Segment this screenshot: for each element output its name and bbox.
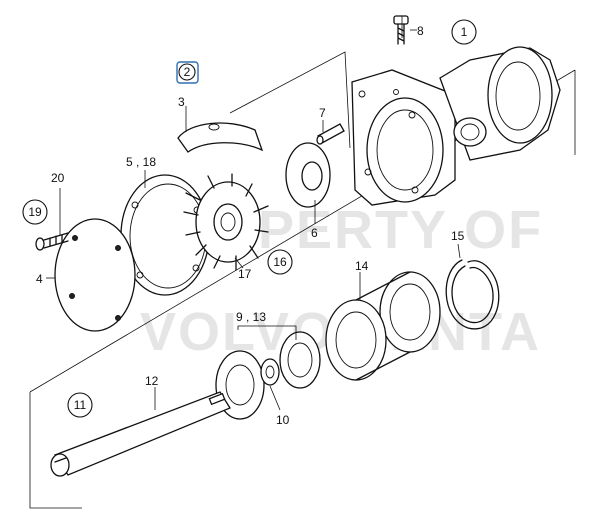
cam-3 xyxy=(177,122,264,153)
impeller-17 xyxy=(183,173,269,271)
seal-9-13 xyxy=(215,331,321,420)
callout-4[interactable]: 4 xyxy=(36,272,43,286)
screw-8 xyxy=(393,15,409,45)
svg-text:19: 19 xyxy=(28,205,42,219)
screw-20 xyxy=(35,232,69,251)
callout-9-13[interactable]: 9 , 13 xyxy=(236,310,266,324)
callout-17[interactable]: 17 xyxy=(238,267,252,281)
callout-1[interactable]: 1 xyxy=(451,19,477,45)
callout-8[interactable]: 8 xyxy=(417,24,424,38)
callout-7[interactable]: 7 xyxy=(319,106,326,120)
callout-5-18[interactable]: 5 , 18 xyxy=(126,155,156,169)
shaft-12 xyxy=(50,391,231,477)
selection-highlight xyxy=(176,61,199,84)
bearings-14 xyxy=(325,271,441,381)
callout-19[interactable]: 19 xyxy=(22,199,48,225)
callout-3[interactable]: 3 xyxy=(178,95,185,109)
leader-lines xyxy=(46,16,461,411)
callout-12[interactable]: 12 xyxy=(145,374,159,388)
callout-10[interactable]: 10 xyxy=(276,413,290,427)
snap-ring-15 xyxy=(445,259,500,330)
ring-10 xyxy=(260,358,280,386)
callout-6[interactable]: 6 xyxy=(311,226,318,240)
svg-text:16: 16 xyxy=(273,255,287,269)
svg-text:11: 11 xyxy=(74,398,87,412)
lower-frame-left xyxy=(29,392,82,509)
callout-15[interactable]: 15 xyxy=(451,229,465,243)
washer-6 xyxy=(285,142,331,208)
callout-20[interactable]: 20 xyxy=(51,171,65,185)
pump-housing xyxy=(351,46,561,206)
svg-text:1: 1 xyxy=(461,25,468,39)
callout-16[interactable]: 16 xyxy=(267,249,293,275)
svg-text:2: 2 xyxy=(184,65,191,79)
cover-4 xyxy=(54,218,136,332)
upper-frame xyxy=(229,51,351,149)
callout-14[interactable]: 14 xyxy=(355,259,369,273)
callout-11[interactable]: 11 xyxy=(67,392,93,418)
callout-2[interactable]: 2 xyxy=(178,63,196,81)
pin-7 xyxy=(316,123,345,145)
